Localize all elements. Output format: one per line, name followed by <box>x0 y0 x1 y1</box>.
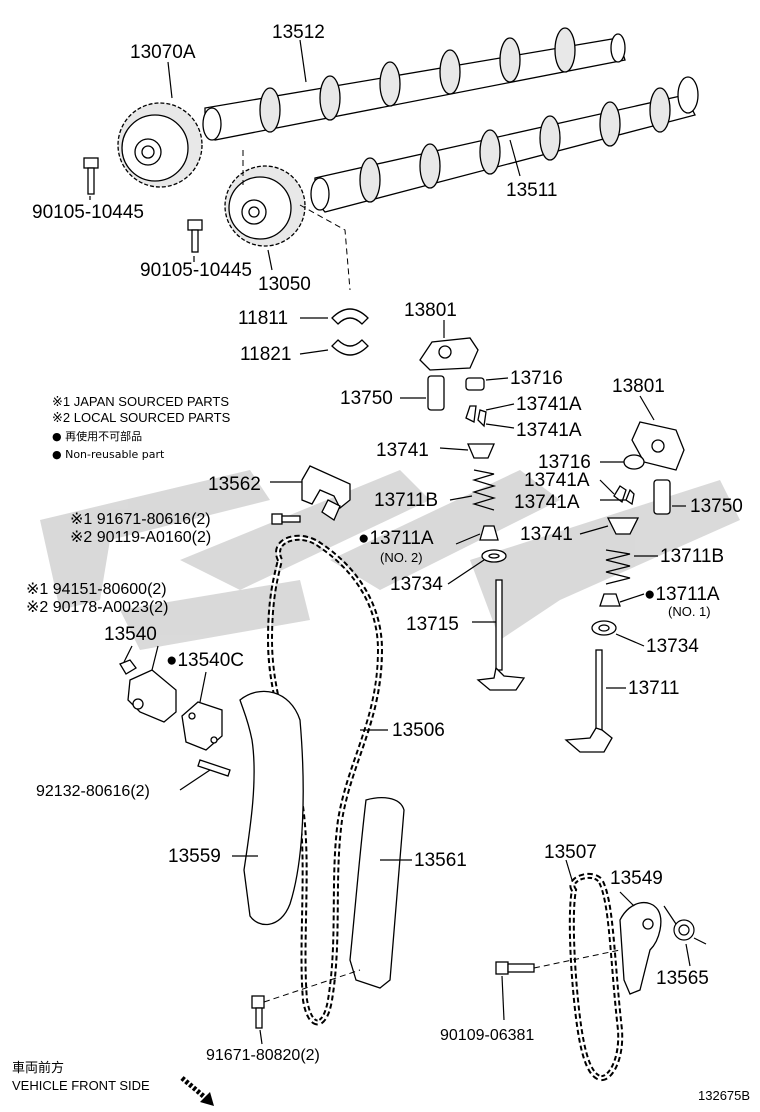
tensioner-arm-13549 <box>619 901 662 995</box>
label-90178: ※2 90178-A0023(2) <box>26 599 168 616</box>
label-13507: 13507 <box>544 842 597 863</box>
bolt-90109 <box>495 961 535 975</box>
label-13540C: ●13540C <box>166 650 244 671</box>
watermark-logo <box>40 470 740 650</box>
chain-damper-13561 <box>349 797 405 989</box>
label-13711B-a: 13711B <box>374 490 438 511</box>
label-13711A-b: ●13711A <box>644 584 720 605</box>
vvt-gear-13050 <box>224 165 306 247</box>
label-13561: 13561 <box>414 850 467 871</box>
label-13711A-b-sub: (NO. 1) <box>668 604 711 619</box>
bearing-11821 <box>331 339 369 356</box>
note-local-sourced: ※2 LOCAL SOURCED PARTS <box>52 410 231 425</box>
vehicle-front-en: VEHICLE FRONT SIDE <box>12 1078 150 1093</box>
leader-lines <box>89 39 691 1045</box>
lash-adjuster-13750-b <box>653 479 671 515</box>
label-13750-b: 13750 <box>690 496 743 517</box>
label-92132: 92132-80616(2) <box>36 783 150 800</box>
valve-13711 <box>564 649 613 753</box>
label-13716-a: 13716 <box>510 368 563 389</box>
label-13750-a: 13750 <box>340 388 393 409</box>
label-13050: 13050 <box>258 274 311 295</box>
spring-13565 <box>663 905 707 945</box>
shim-13716-b <box>623 454 645 470</box>
label-90109: 90109-06381 <box>440 1027 534 1044</box>
label-90105-a: 90105-10445 <box>32 202 144 223</box>
label-91671-80616: ※1 91671-80616(2) <box>70 511 211 528</box>
lash-adjuster-13750-a <box>427 375 445 411</box>
label-13711A-a-sub: (NO. 2) <box>380 550 423 565</box>
camshaft-13511 <box>310 76 699 213</box>
rocker-arm-13801-b <box>631 421 685 471</box>
front-arrow-icon <box>180 1076 214 1106</box>
figure-id: 132675B <box>698 1088 750 1103</box>
seal-13711A-b <box>599 593 621 607</box>
spring-13711B-b <box>605 549 631 585</box>
label-13549: 13549 <box>610 868 663 889</box>
washer-13734-a <box>481 549 507 563</box>
label-94151: ※1 94151-80600(2) <box>26 581 167 598</box>
label-13734-a: 13734 <box>390 574 443 595</box>
footer: 車両前方 VEHICLE FRONT SIDE 132675B <box>12 1060 750 1106</box>
label-13540: 13540 <box>104 624 157 645</box>
label-13715: 13715 <box>406 614 459 635</box>
label-13562: 13562 <box>208 474 261 495</box>
label-13801-a: 13801 <box>404 300 457 321</box>
label-13711B-b: 13711B <box>660 546 724 567</box>
label-13070A: 13070A <box>130 42 196 63</box>
bolt-94151 <box>119 659 137 675</box>
retainer-13741-b <box>606 517 640 535</box>
bearing-11811 <box>331 308 369 325</box>
label-13511: 13511 <box>506 180 557 201</box>
bolt-90105-a <box>83 157 99 195</box>
notes-legend: ※1 JAPAN SOURCED PARTS ※2 LOCAL SOURCED … <box>52 394 231 461</box>
label-13711: 13711 <box>628 678 679 699</box>
label-13559: 13559 <box>168 846 221 867</box>
bolt-91671-80820 <box>251 995 265 1029</box>
camshaft-13512 <box>202 27 626 141</box>
tensioner-13540 <box>127 669 177 723</box>
shim-13716-a <box>465 377 485 391</box>
chain-guide-13562 <box>301 465 351 521</box>
bolt-91671-80616 <box>271 513 301 525</box>
chain-13507 <box>568 872 624 1081</box>
label-13741A-4: 13741A <box>514 492 580 513</box>
stud-92132 <box>197 759 231 777</box>
vehicle-front-jp: 車両前方 <box>12 1060 64 1075</box>
label-13734-b: 13734 <box>646 636 699 657</box>
vvt-gear-13070A <box>117 102 203 188</box>
label-11811: 11811 <box>238 308 288 329</box>
note-non-reusable-en: ● Non-reusable part <box>52 448 165 461</box>
label-13711A-a: ●13711A <box>358 528 434 549</box>
label-90105-b: 90105-10445 <box>140 260 252 281</box>
bolt-90105-b <box>187 219 203 253</box>
keeper-13741A-a <box>465 405 487 428</box>
seal-13711A-a <box>479 525 499 541</box>
label-91671-80820: 91671-80820(2) <box>206 1047 320 1064</box>
label-13716-b: 13716 <box>538 452 591 473</box>
spring-13711B-a <box>471 469 497 511</box>
label-13506: 13506 <box>392 720 445 741</box>
gasket-13540C <box>181 701 223 751</box>
note-non-reusable-jp: ● 再使用不可部品 <box>52 429 142 443</box>
label-13512: 13512 <box>272 22 325 43</box>
washer-13734-b <box>591 620 617 636</box>
label-13741A-3: 13741A <box>524 470 590 491</box>
keeper-13741A-b <box>613 485 635 506</box>
label-13741A-2: 13741A <box>516 420 582 441</box>
label-11821: 11821 <box>240 344 291 365</box>
rocker-arm-13801-a <box>419 337 479 371</box>
label-13741-a: 13741 <box>376 440 429 461</box>
chain-slipper-13559 <box>239 690 304 926</box>
retainer-13741-a <box>467 443 495 459</box>
part-labels: 13070A 13512 13511 90105-10445 90105-104… <box>26 22 743 1064</box>
label-13741A-1: 13741A <box>516 394 582 415</box>
note-japan-sourced: ※1 JAPAN SOURCED PARTS <box>52 394 229 409</box>
label-13565: 13565 <box>656 968 709 989</box>
label-90119: ※2 90119-A0160(2) <box>70 529 211 546</box>
label-13741-b: 13741 <box>520 524 573 545</box>
label-13801-b: 13801 <box>612 376 665 397</box>
valve-13715 <box>476 579 526 691</box>
